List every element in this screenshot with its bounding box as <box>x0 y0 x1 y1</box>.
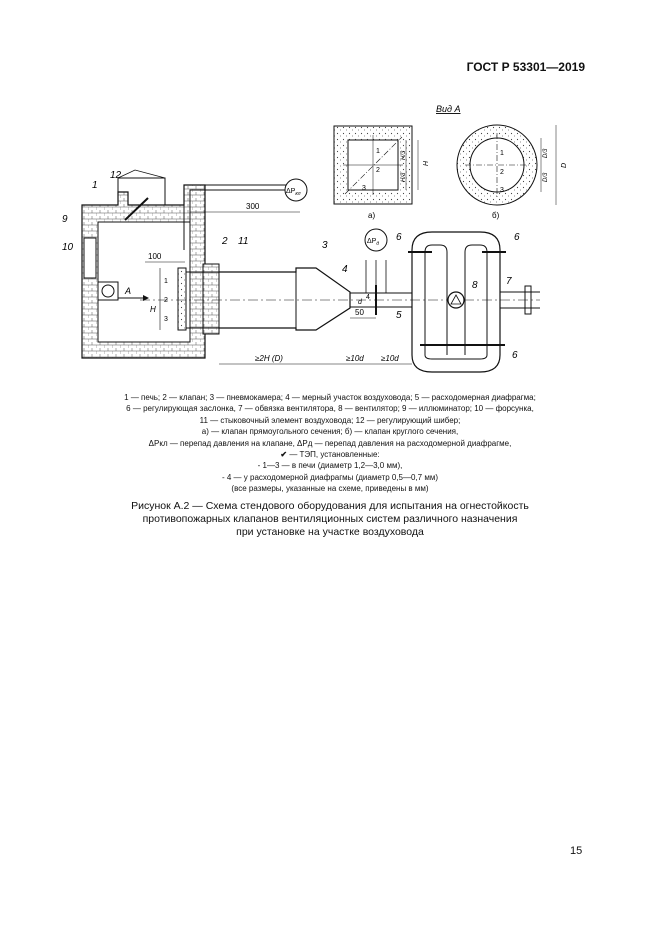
figure-legend: 1 — печь; 2 — клапан; 3 — пневмокамера; … <box>60 392 600 495</box>
legend-line: 1 — печь; 2 — клапан; 3 — пневмокамера; … <box>124 393 536 402</box>
callout-5: 5 <box>396 310 402 321</box>
legend-line-thermocouple: ✔ — ТЭП, установленные: <box>280 450 380 460</box>
document-header: ГОСТ Р 53301—2019 <box>466 60 585 74</box>
callout-2: 2 <box>221 236 228 247</box>
thermocouple-1: 1 <box>164 278 168 285</box>
thermocouple-4: 4 <box>366 294 370 301</box>
callout-12: 12 <box>110 170 122 181</box>
view-a-arrow-label: A <box>124 286 131 296</box>
dim-300: 300 <box>246 202 260 211</box>
callout-8: 8 <box>472 280 478 291</box>
view-b-D: D <box>561 163 568 168</box>
subfig-a-label: а) <box>368 211 375 220</box>
view-b-n3: 3 <box>500 187 504 194</box>
viewing-window <box>83 237 97 279</box>
callout-7: 7 <box>506 276 512 287</box>
test-bench-schematic: A ΔPкл ΔPд 300 100 ≥2H (D) ≥10d ≥10d 50 … <box>62 104 568 373</box>
callout-11: 11 <box>238 236 248 247</box>
view-a-H3a: H/3 <box>401 150 407 160</box>
view-b-D3a: D/3 <box>543 148 549 158</box>
dim-H: H <box>150 305 156 314</box>
view-a-n3: 3 <box>362 185 366 192</box>
legend-line: 11 — стыковочный элемент воздуховода; 12… <box>199 415 461 425</box>
dim-2H: ≥2H (D) <box>255 354 283 363</box>
fan-piping-loop <box>411 231 540 373</box>
callout-4: 4 <box>342 264 348 275</box>
view-b-D3b: D/3 <box>543 172 549 182</box>
callout-6a: 6 <box>396 232 402 243</box>
dim-10d-a: ≥10d <box>346 354 364 363</box>
legend-line: - 4 — у расходомерной диафрагмы (диаметр… <box>221 472 438 482</box>
burner-nozzle <box>101 284 115 298</box>
duct-connector <box>202 263 220 335</box>
view-b-circular <box>456 124 557 206</box>
callout-9: 9 <box>62 214 68 225</box>
dim-100: 100 <box>148 252 162 261</box>
legend-line: (все размеры, указанные на схеме, привед… <box>231 484 429 494</box>
dp-orifice-pipe <box>365 260 387 293</box>
furnace <box>81 169 301 359</box>
dp-valve-label: ΔPкл <box>286 188 301 197</box>
thermocouple-3: 3 <box>164 316 168 323</box>
view-b-n2: 2 <box>500 169 504 176</box>
caption-line: Рисунок А.2 — Схема стендового оборудова… <box>131 500 529 512</box>
thermocouple-2: 2 <box>164 297 168 304</box>
view-a-H3b: H/3 <box>401 172 407 182</box>
callout-6c: 6 <box>512 350 518 361</box>
caption-line: при установке на участке воздуховода <box>236 526 424 538</box>
dim-10d-b: ≥10d <box>381 354 399 363</box>
fan-triangle <box>450 294 462 305</box>
view-a-rectangular <box>333 125 419 205</box>
view-a-title: Вид А <box>436 104 461 114</box>
view-a-n1: 1 <box>376 148 380 155</box>
callout-3: 3 <box>322 240 328 251</box>
valve <box>177 267 187 331</box>
regulating-damper-line <box>124 197 149 221</box>
legend-line: а) — клапан прямоугольного сечения; б) —… <box>201 427 459 437</box>
dp-valve-gauge <box>284 178 308 202</box>
page-number: 15 <box>570 845 583 857</box>
subfig-b-label: б) <box>492 211 500 220</box>
dim-50: 50 <box>355 308 364 317</box>
view-b-n1: 1 <box>500 150 504 157</box>
thermocouple-icon: ✔ <box>280 450 290 460</box>
callout-6b: 6 <box>514 232 520 243</box>
plenum-chamber <box>219 267 351 331</box>
dim-d: d <box>358 299 363 306</box>
caption-line: противопожарных клапанов вентиляционных … <box>142 513 518 525</box>
view-a-n2: 2 <box>376 167 380 174</box>
legend-line: ΔPкл — перепад давления на клапане, ΔPд … <box>148 438 512 448</box>
legend-line: 6 — регулирующая заслонка, 7 — обвязка в… <box>126 404 534 414</box>
figure-caption: Рисунок А.2 — Схема стендового оборудова… <box>80 500 580 539</box>
callout-1: 1 <box>92 180 98 191</box>
callout-10: 10 <box>62 242 74 253</box>
view-a-H: H <box>423 160 430 166</box>
dp-orifice-gauge <box>364 228 388 252</box>
legend-line: - 1—3 — в печи (диаметр 1,2—3,0 мм), <box>257 461 403 471</box>
dp-orifice-label: ΔPд <box>367 238 379 247</box>
